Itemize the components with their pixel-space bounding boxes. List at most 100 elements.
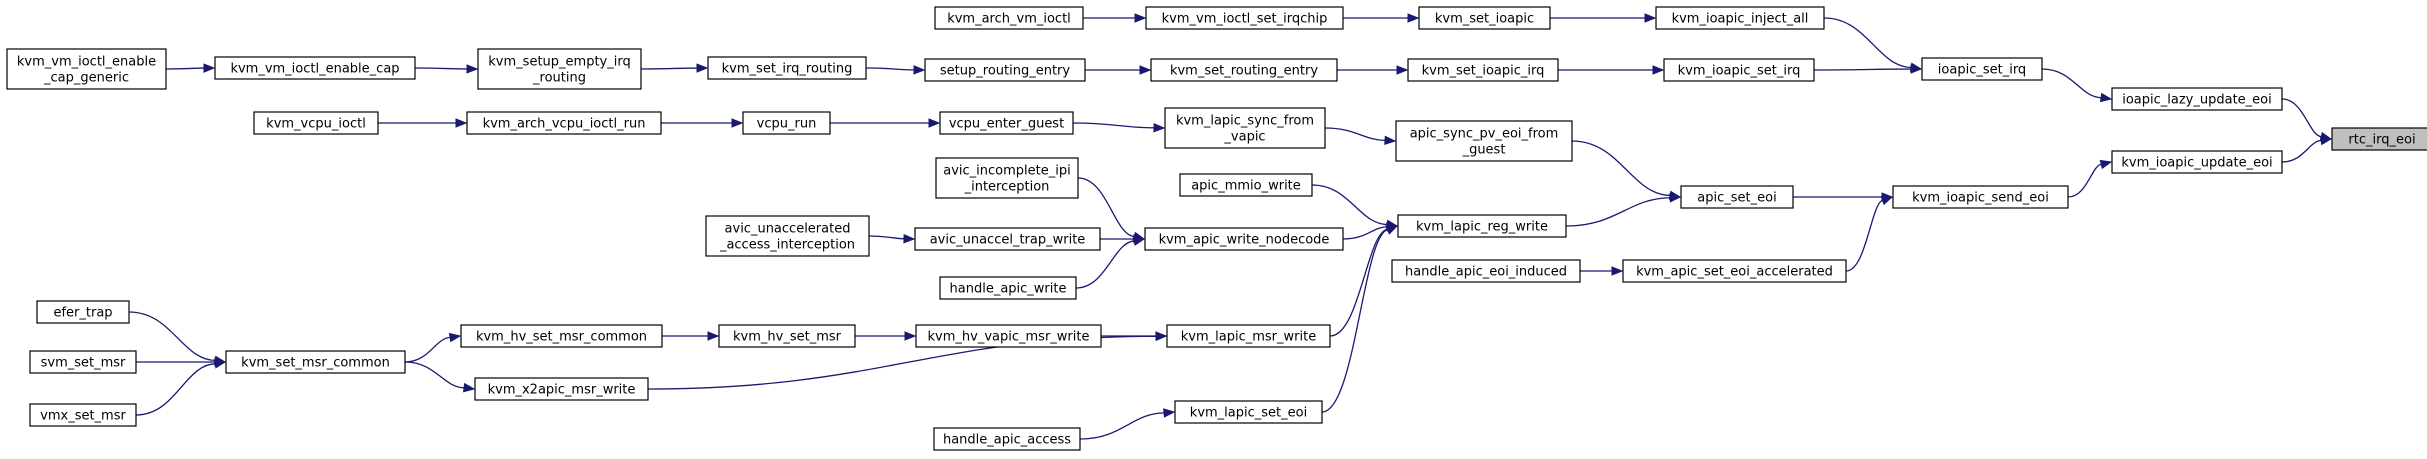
node-label: setup_routing_entry — [940, 64, 1070, 79]
edge-kvm_arch_vcpu_ioctl_run-to-vcpu_run — [660, 118, 744, 128]
node-kvm_apic_write_nodecode[interactable]: kvm_apic_write_nodecode — [1144, 227, 1344, 251]
node-ioapic_set_irq[interactable]: ioapic_set_irq — [1921, 57, 2043, 81]
edge-svm_set_msr-to-kvm_set_msr_common — [135, 357, 227, 367]
node-box — [466, 111, 662, 135]
node-kvm_lapic_msr_write[interactable]: kvm_lapic_msr_write — [1166, 324, 1331, 348]
node-avic_incomplete_ipi_interception[interactable]: avic_incomplete_ipi_interception — [935, 157, 1079, 199]
edge-kvm_hv_set_msr-to-kvm_hv_vapic_msr_write — [855, 331, 917, 341]
node-box — [1921, 57, 2043, 81]
node-label: kvm_arch_vm_ioctl — [947, 12, 1071, 27]
node-avic_unaccelerated_access_interception[interactable]: avic_unaccelerated_access_interception — [705, 215, 870, 257]
node-kvm_apic_set_eoi_accelerated[interactable]: kvm_apic_set_eoi_accelerated — [1622, 259, 1847, 283]
node-label: avic_incomplete_ipi — [943, 164, 1070, 179]
node-box — [939, 276, 1077, 300]
node-kvm_ioapic_inject_all[interactable]: kvm_ioapic_inject_all — [1655, 6, 1825, 30]
node-box — [2111, 150, 2283, 174]
node-vmx_set_msr[interactable]: vmx_set_msr — [29, 403, 137, 427]
edge-kvm_ioapic_inject_all-to-ioapic_set_irq — [1823, 17, 1923, 72]
edge-ioapic_lazy_update_eoi-to-rtc_irq_eoi — [2281, 98, 2333, 142]
node-handle_apic_write[interactable]: handle_apic_write — [939, 276, 1077, 300]
node-kvm_arch_vm_ioctl[interactable]: kvm_arch_vm_ioctl — [934, 6, 1084, 30]
node-box — [1418, 6, 1551, 30]
node-avic_unaccel_trap_write[interactable]: avic_unaccel_trap_write — [914, 227, 1101, 251]
node-label: kvm_hv_set_msr — [733, 330, 842, 345]
node-box — [477, 48, 642, 90]
edge-kvm_setup_empty_irq_routing-to-kvm_set_irq_routing — [640, 63, 709, 73]
node-label: _routing — [532, 71, 586, 86]
node-handle_apic_access[interactable]: handle_apic_access — [933, 427, 1081, 451]
node-kvm_lapic_sync_from_vapic[interactable]: kvm_lapic_sync_from_vapic — [1164, 107, 1326, 149]
node-kvm_set_ioapic_irq[interactable]: kvm_set_ioapic_irq — [1407, 58, 1559, 82]
node-kvm_vm_ioctl_enable_cap[interactable]: kvm_vm_ioctl_enable_cap — [214, 56, 416, 80]
node-kvm_lapic_reg_write[interactable]: kvm_lapic_reg_write — [1397, 214, 1567, 238]
node-apic_sync_pv_eoi_from_guest[interactable]: apic_sync_pv_eoi_from_guest — [1395, 120, 1573, 162]
edge-handle_apic_write-to-kvm_apic_write_nodecode — [1075, 236, 1146, 289]
node-kvm_x2apic_msr_write[interactable]: kvm_x2apic_msr_write — [474, 377, 649, 401]
node-label: kvm_set_ioapic_irq — [1422, 64, 1545, 79]
node-box — [29, 350, 137, 374]
node-box — [253, 111, 379, 135]
node-vcpu_run[interactable]: vcpu_run — [742, 111, 831, 135]
node-kvm_ioapic_send_eoi[interactable]: kvm_ioapic_send_eoi — [1892, 185, 2069, 209]
node-label: handle_apic_write — [950, 282, 1067, 297]
node-box — [29, 403, 137, 427]
node-label: _guest — [1462, 143, 1506, 158]
edge-kvm_lapic_reg_write-to-apic_set_eoi — [1565, 193, 1682, 227]
node-kvm_hv_set_msr_common[interactable]: kvm_hv_set_msr_common — [460, 324, 663, 348]
node-kvm_hv_set_msr[interactable]: kvm_hv_set_msr — [718, 324, 856, 348]
node-efer_trap[interactable]: efer_trap — [36, 300, 130, 324]
node-rtc_irq_eoi[interactable]: rtc_irq_eoi — [2331, 127, 2427, 151]
node-kvm_vcpu_ioctl[interactable]: kvm_vcpu_ioctl — [253, 111, 379, 135]
node-kvm_set_ioapic[interactable]: kvm_set_ioapic — [1418, 6, 1551, 30]
node-box — [1145, 6, 1344, 30]
node-box — [1622, 259, 1847, 283]
node-label: kvm_apic_set_eoi_accelerated — [1636, 265, 1833, 280]
node-box — [1164, 107, 1326, 149]
node-kvm_set_msr_common[interactable]: kvm_set_msr_common — [225, 350, 406, 374]
node-kvm_vm_ioctl_enable_cap_generic[interactable]: kvm_vm_ioctl_enable_cap_generic — [6, 48, 167, 90]
node-box — [742, 111, 831, 135]
node-kvm_ioapic_update_eoi[interactable]: kvm_ioapic_update_eoi — [2111, 150, 2283, 174]
node-box — [915, 324, 1102, 348]
node-label: kvm_set_ioapic — [1435, 12, 1534, 27]
node-label: kvm_lapic_sync_from — [1176, 114, 1314, 129]
node-kvm_setup_empty_irq_routing[interactable]: kvm_setup_empty_irq_routing — [477, 48, 642, 90]
node-label: kvm_set_msr_common — [241, 356, 390, 371]
node-label: kvm_ioapic_set_irq — [1678, 64, 1801, 79]
node-vcpu_enter_guest[interactable]: vcpu_enter_guest — [939, 111, 1074, 135]
node-setup_routing_entry[interactable]: setup_routing_entry — [924, 58, 1086, 82]
node-kvm_arch_vcpu_ioctl_run[interactable]: kvm_arch_vcpu_ioctl_run — [466, 111, 662, 135]
node-apic_mmio_write[interactable]: apic_mmio_write — [1179, 173, 1313, 197]
node-label: apic_sync_pv_eoi_from — [1410, 127, 1559, 142]
node-label: kvm_ioapic_send_eoi — [1912, 191, 2049, 206]
node-label: kvm_vm_ioctl_set_irqchip — [1162, 12, 1328, 27]
node-label: kvm_hv_vapic_msr_write — [928, 330, 1090, 345]
node-label: efer_trap — [53, 306, 112, 321]
node-handle_apic_eoi_induced[interactable]: handle_apic_eoi_induced — [1391, 259, 1581, 283]
node-box — [1395, 120, 1573, 162]
edge-kvm_vm_ioctl_enable_cap_generic-to-kvm_vm_ioctl_enable_cap — [165, 63, 216, 73]
node-kvm_set_irq_routing[interactable]: kvm_set_irq_routing — [707, 56, 867, 80]
node-kvm_ioapic_set_irq[interactable]: kvm_ioapic_set_irq — [1663, 58, 1815, 82]
node-box — [939, 111, 1074, 135]
node-box — [1663, 58, 1815, 82]
node-kvm_lapic_set_eoi[interactable]: kvm_lapic_set_eoi — [1174, 400, 1323, 424]
node-kvm_vm_ioctl_set_irqchip[interactable]: kvm_vm_ioctl_set_irqchip — [1145, 6, 1344, 30]
node-label: vcpu_run — [757, 117, 817, 132]
node-label: _access_interception — [719, 238, 855, 253]
node-svm_set_msr[interactable]: svm_set_msr — [29, 350, 137, 374]
edge-kvm_set_ioapic_irq-to-kvm_ioapic_set_irq — [1558, 65, 1665, 75]
node-label: kvm_set_irq_routing — [722, 62, 853, 77]
node-kvm_hv_vapic_msr_write[interactable]: kvm_hv_vapic_msr_write — [915, 324, 1102, 348]
edge-kvm_ioapic_set_irq-to-ioapic_set_irq — [1813, 64, 1923, 74]
edge-handle_apic_eoi_induced-to-kvm_apic_set_eoi_accelerated — [1579, 266, 1624, 276]
node-box — [2111, 87, 2283, 111]
node-apic_set_eoi[interactable]: apic_set_eoi — [1680, 185, 1794, 209]
node-label: kvm_ioapic_update_eoi — [2121, 156, 2272, 171]
edge-kvm_lapic_set_eoi-to-kvm_lapic_reg_write — [1321, 225, 1399, 413]
node-label: kvm_apic_write_nodecode — [1159, 233, 1330, 248]
node-label: ioapic_lazy_update_eoi — [2122, 93, 2272, 108]
node-kvm_set_routing_entry[interactable]: kvm_set_routing_entry — [1150, 58, 1338, 82]
node-ioapic_lazy_update_eoi[interactable]: ioapic_lazy_update_eoi — [2111, 87, 2283, 111]
